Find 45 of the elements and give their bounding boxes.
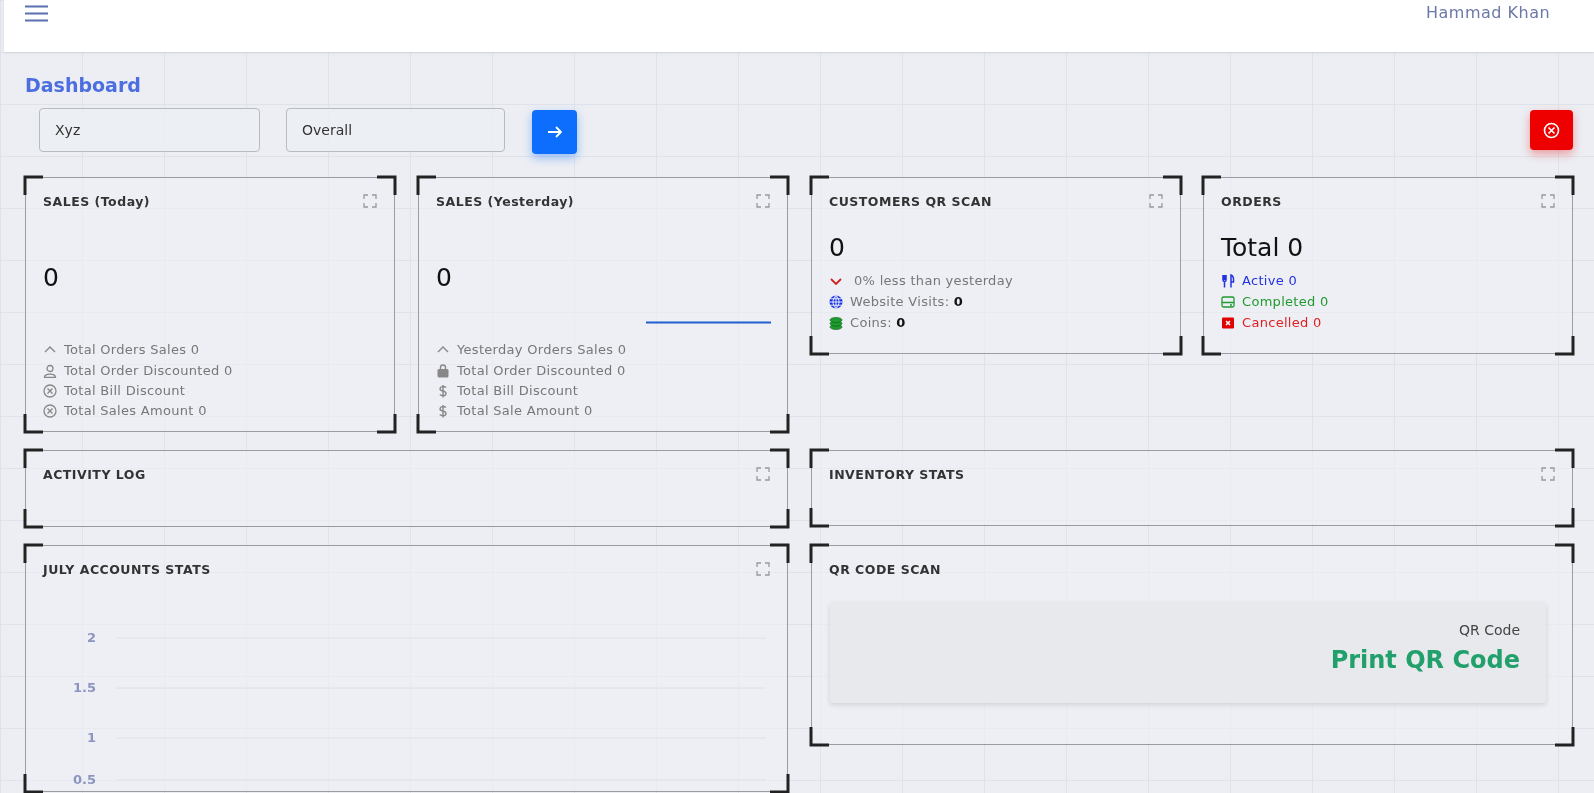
input-field: Xyz — [39, 108, 260, 152]
card-title: SALES (Today) — [43, 194, 151, 209]
dashboard-card — [811, 545, 1573, 745]
stat-item: Total Order Discounted 0 — [436, 363, 626, 378]
axis-tick-label: 2 — [86, 630, 96, 645]
axis-tick-label: 1.5 — [72, 680, 96, 695]
card-title: ORDERS — [1221, 194, 1282, 209]
dashboard-card — [1203, 177, 1573, 354]
card-title: ACTIVITY LOG — [43, 467, 146, 482]
dashboard-card — [811, 450, 1573, 526]
stat-value: 0 — [43, 263, 59, 292]
stat-value: 0 — [829, 233, 845, 262]
dashboard-card — [25, 177, 395, 432]
card-title: INVENTORY STATS — [829, 467, 965, 482]
page-title: Dashboard — [25, 74, 141, 96]
stat-item: Total Orders Sales 0 — [43, 342, 200, 357]
card-title: SALES (Yesterday) — [436, 194, 575, 209]
print-link: Print QR Code — [1330, 646, 1520, 674]
stat-item: Completed 0 — [1221, 294, 1329, 309]
axis-tick-label: 1 — [86, 730, 96, 745]
card-title: CUSTOMERS QR SCAN — [829, 194, 992, 209]
stat-item: Total Order Discounted 0 — [43, 363, 233, 378]
input-field: Overall — [286, 108, 505, 152]
dashboard-card — [418, 177, 788, 432]
qr-code-panel — [830, 602, 1546, 703]
axis-tick-label: 0.5 — [72, 772, 96, 787]
user-name: Hammad Khan — [1426, 3, 1551, 22]
stat-item: Website Visits: 0 — [829, 294, 964, 309]
card-title: QR CODE SCAN — [829, 562, 941, 577]
stat-item: Total Bill Discount — [436, 383, 579, 398]
stat-item: Active 0 — [1221, 273, 1297, 288]
stat-item: 0% less than yesterday — [829, 273, 1013, 288]
stat-item: Coins: 0 — [829, 315, 906, 330]
stat-item: Total Sales Amount 0 — [43, 403, 207, 418]
stat-value: 0 — [436, 263, 452, 292]
stat-value: Total 0 — [1221, 233, 1304, 262]
dashboard-card — [811, 177, 1181, 354]
stat-item: Total Bill Discount — [43, 383, 186, 398]
dashboard-card — [25, 545, 788, 792]
dashboard-card — [25, 450, 788, 527]
stat-item: Cancelled 0 — [1221, 315, 1322, 330]
stat-item: Yesterday Orders Sales 0 — [436, 342, 627, 357]
card-title: JULY ACCOUNTS STATS — [43, 562, 211, 577]
stat-item: Total Sale Amount 0 — [436, 403, 593, 418]
panel-caption: QR Code — [1458, 622, 1520, 638]
